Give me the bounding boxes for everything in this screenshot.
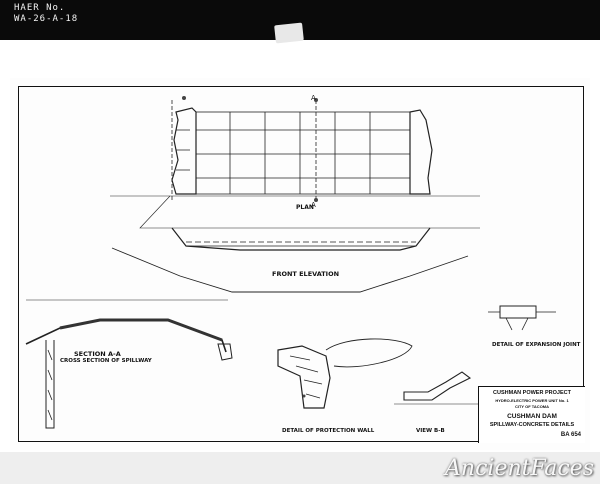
haer-line-1: HAER No.	[14, 3, 66, 13]
protection-wall-label: DETAIL OF PROTECTION WALL	[282, 428, 375, 434]
title-block: CUSHMAN POWER PROJECT HYDRO-ELECTRIC POW…	[478, 386, 585, 443]
drawing-title-line-2: SPILLWAY-CONCRETE DETAILS	[489, 422, 575, 428]
city-name: CITY OF TACOMA	[514, 404, 550, 409]
scan-bottom-margin	[0, 452, 600, 484]
haer-number-label: HAER No. WA-26-A-18	[14, 3, 78, 25]
watermark-logo: AncientFaces	[445, 456, 594, 481]
view-b-b-label: VIEW B-B	[416, 428, 445, 434]
plan-label: PLAN	[296, 204, 314, 211]
section-marker-a-top: A	[311, 94, 316, 102]
section-sublabel: CROSS SECTION OF SPILLWAY	[60, 358, 152, 364]
project-name: CUSHMAN POWER PROJECT	[493, 390, 571, 396]
section-a-a-label: SECTION A-A	[74, 350, 121, 358]
sheet-number: BA 654	[560, 432, 581, 438]
plan-outline	[195, 111, 411, 195]
expansion-joint-label: DETAIL OF EXPANSION JOINT	[492, 342, 581, 348]
plant-name: HYDRO-ELECTRIC POWER UNIT No. 1	[495, 398, 569, 403]
drawing-title-line-1: CUSHMAN DAM	[507, 413, 557, 420]
front-elevation-label: FRONT ELEVATION	[272, 270, 340, 278]
drawing-border	[18, 86, 584, 442]
haer-line-2: WA-26-A-18	[14, 14, 79, 24]
section-marker-a-bottom: A	[311, 201, 316, 209]
